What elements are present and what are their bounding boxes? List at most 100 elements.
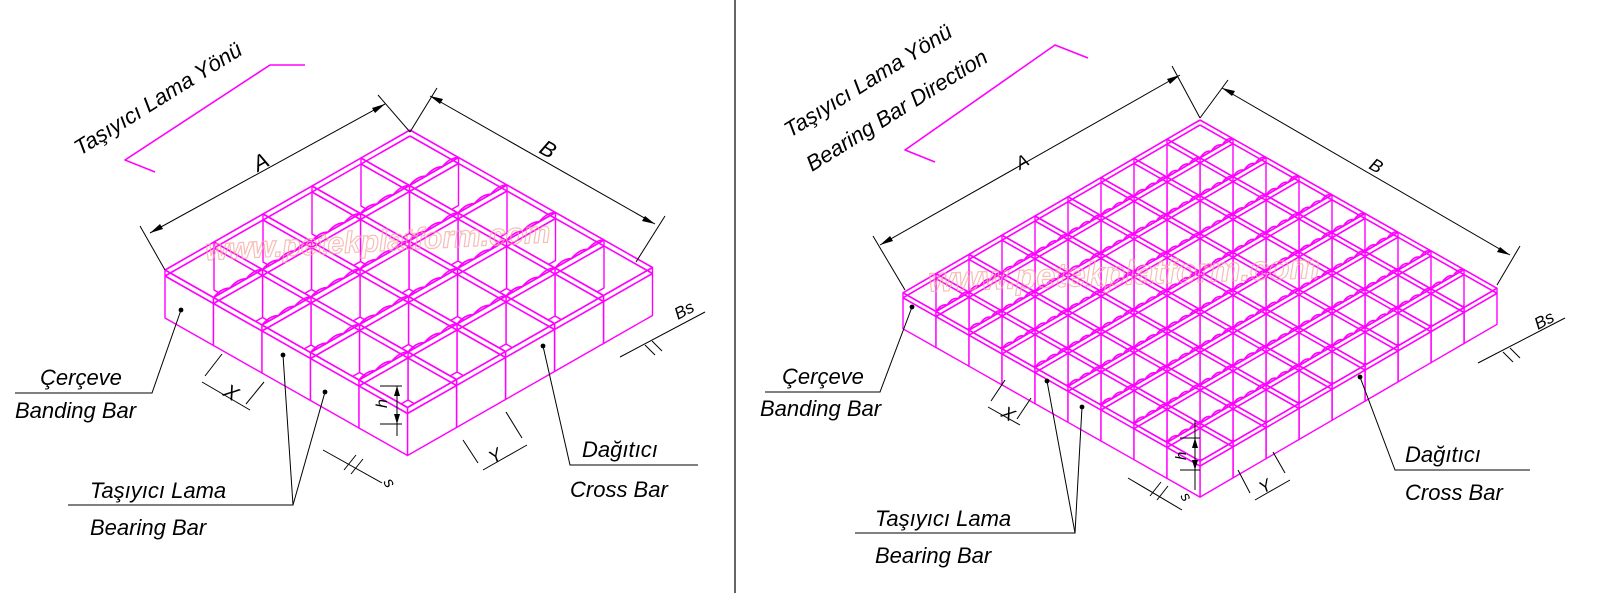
- right-dim-h-label: h: [1173, 452, 1190, 460]
- grating-top-line: [310, 211, 556, 354]
- grating-top-line: [1100, 176, 1399, 347]
- grating-top-line: [213, 156, 459, 299]
- grating-top-line: [358, 239, 605, 381]
- left-dim-h-label: h: [374, 399, 391, 408]
- grating-top-line-inner: [902, 124, 1201, 299]
- left-dim-bs-label: Bs: [671, 297, 698, 323]
- left-dim-x-label: X: [219, 380, 243, 407]
- right-bearing-label-en: Bearing Bar: [875, 543, 993, 568]
- left-direction-arrow: [124, 64, 305, 173]
- twisted-cross-bar: [358, 239, 605, 381]
- grating-top-line-inner: [1199, 124, 1498, 294]
- grating-top-line: [261, 184, 508, 326]
- left-frame-label-tr: Çerçeve: [40, 365, 122, 390]
- grating-top-line-inner: [968, 161, 1267, 336]
- grating-top-line: [409, 129, 653, 269]
- grating-top-line: [1067, 212, 1366, 387]
- right-cross-label-tr: Dağıtıcı: [1405, 442, 1481, 467]
- grating-top-line-inner: [935, 277, 1234, 448]
- grating-top-line-inner: [1067, 217, 1366, 392]
- grating-top-line-inner: [1067, 201, 1366, 371]
- grating-top-line: [935, 138, 1234, 313]
- left-dim-b-label: B: [536, 135, 561, 164]
- grating-top-line-inner: [1001, 239, 1300, 410]
- left-cross-label-en: Cross Bar: [570, 477, 669, 502]
- grating-top-line: [1034, 215, 1333, 385]
- right-cross-leader: [1359, 376, 1530, 471]
- grating-top-line: [1067, 196, 1366, 366]
- left-panel: www.petekplatform.com Taşıyıcı Lama Yönü…: [15, 37, 706, 540]
- grating-top-line: [1001, 234, 1300, 405]
- grating-top-line: [1133, 157, 1432, 328]
- right-dim-bs-label: Bs: [1531, 307, 1558, 333]
- twisted-cross-bar: [1133, 249, 1432, 425]
- right-cross-label-en: Cross Bar: [1405, 480, 1504, 505]
- grating-top-line-inner: [1133, 162, 1432, 333]
- grating-top-line-inner: [164, 275, 408, 415]
- grating-top-line-inner: [902, 297, 1201, 467]
- left-frame-label-en: Banding Bar: [15, 398, 138, 423]
- grating-top-line-inner: [358, 245, 605, 387]
- grating-plate: [602, 266, 654, 345]
- left-dimension-h: h: [374, 385, 402, 436]
- grating-top-line-inner: [1166, 273, 1465, 449]
- grating-top-line-inner: [164, 135, 411, 277]
- twisted-cross-bar: [1100, 231, 1399, 406]
- grating-top-line: [164, 269, 408, 409]
- grating-top-line: [935, 272, 1234, 443]
- right-frame-label-tr: Çerçeve: [782, 364, 864, 389]
- grating-top-line: [1001, 175, 1300, 350]
- right-dim-y-label: Y: [1256, 475, 1277, 498]
- left-frame-leader: [15, 309, 182, 394]
- grating-top-line: [902, 119, 1201, 294]
- grating-top-line-inner: [968, 258, 1267, 429]
- grating-top-line: [1100, 231, 1399, 406]
- left-grating-drawing: [164, 129, 654, 457]
- twisted-cross-bar: [935, 137, 1234, 312]
- grating-top-line-inner: [1100, 236, 1399, 411]
- grating-top-line-inner: [310, 217, 556, 360]
- grating-top-line-inner: [1133, 255, 1432, 430]
- right-dim-s-label: s: [1177, 490, 1196, 505]
- grating-top-line: [1034, 194, 1333, 369]
- grating-top-line: [311, 185, 555, 325]
- grating-top-line-inner: [213, 162, 459, 305]
- left-dimension-s: s: [322, 449, 399, 491]
- twisted-cross-bar: [309, 211, 556, 354]
- grating-top-line: [1199, 287, 1498, 462]
- right-frame-label-en: Banding Bar: [760, 396, 883, 421]
- grating-top-line-inner: [1034, 220, 1333, 390]
- right-bearing-label-tr: Taşıyıcı Lama: [875, 506, 1011, 531]
- grating-top-line: [1199, 119, 1498, 289]
- grating-top-line: [360, 157, 604, 297]
- grating-top-line: [968, 156, 1267, 331]
- twisted-cross-bar: [261, 184, 508, 326]
- twisted-cross-bar: [1067, 212, 1366, 387]
- twisted-cross-bar: [1001, 175, 1300, 350]
- right-frame-leader: [765, 306, 913, 393]
- left-dim-y-label: Y: [485, 443, 507, 467]
- grating-top-line: [1166, 268, 1465, 444]
- right-panel: www.petekplatform.com Taşıyıcı Lama Yönü…: [760, 19, 1566, 568]
- grating-top-line-inner: [935, 143, 1234, 318]
- left-bearing-label-tr: Taşıyıcı Lama: [90, 478, 226, 503]
- grating-top-line: [407, 266, 653, 409]
- twisted-cross-bar: [1166, 268, 1465, 443]
- right-dim-a-label: A: [1011, 150, 1032, 174]
- grating-top-line-inner: [407, 272, 653, 415]
- grating-top-line: [1166, 138, 1465, 309]
- grating-top-line-inner: [261, 190, 508, 332]
- grating-top-line-inner: [1001, 180, 1300, 355]
- grating-top-line: [968, 253, 1267, 424]
- twisted-cross-bar: [968, 156, 1267, 331]
- left-cross-label-tr: Dağıtıcı: [582, 437, 658, 462]
- left-dim-s-label: s: [380, 476, 399, 491]
- right-dim-b-label: B: [1366, 154, 1386, 177]
- grating-top-line-inner: [1166, 143, 1465, 314]
- right-direction-arrow: [904, 44, 1089, 163]
- left-dim-a-label: A: [247, 147, 274, 177]
- twisted-cross-bar: [212, 156, 459, 299]
- grating-top-line: [262, 213, 506, 353]
- twisted-cross-bar: [1034, 193, 1333, 369]
